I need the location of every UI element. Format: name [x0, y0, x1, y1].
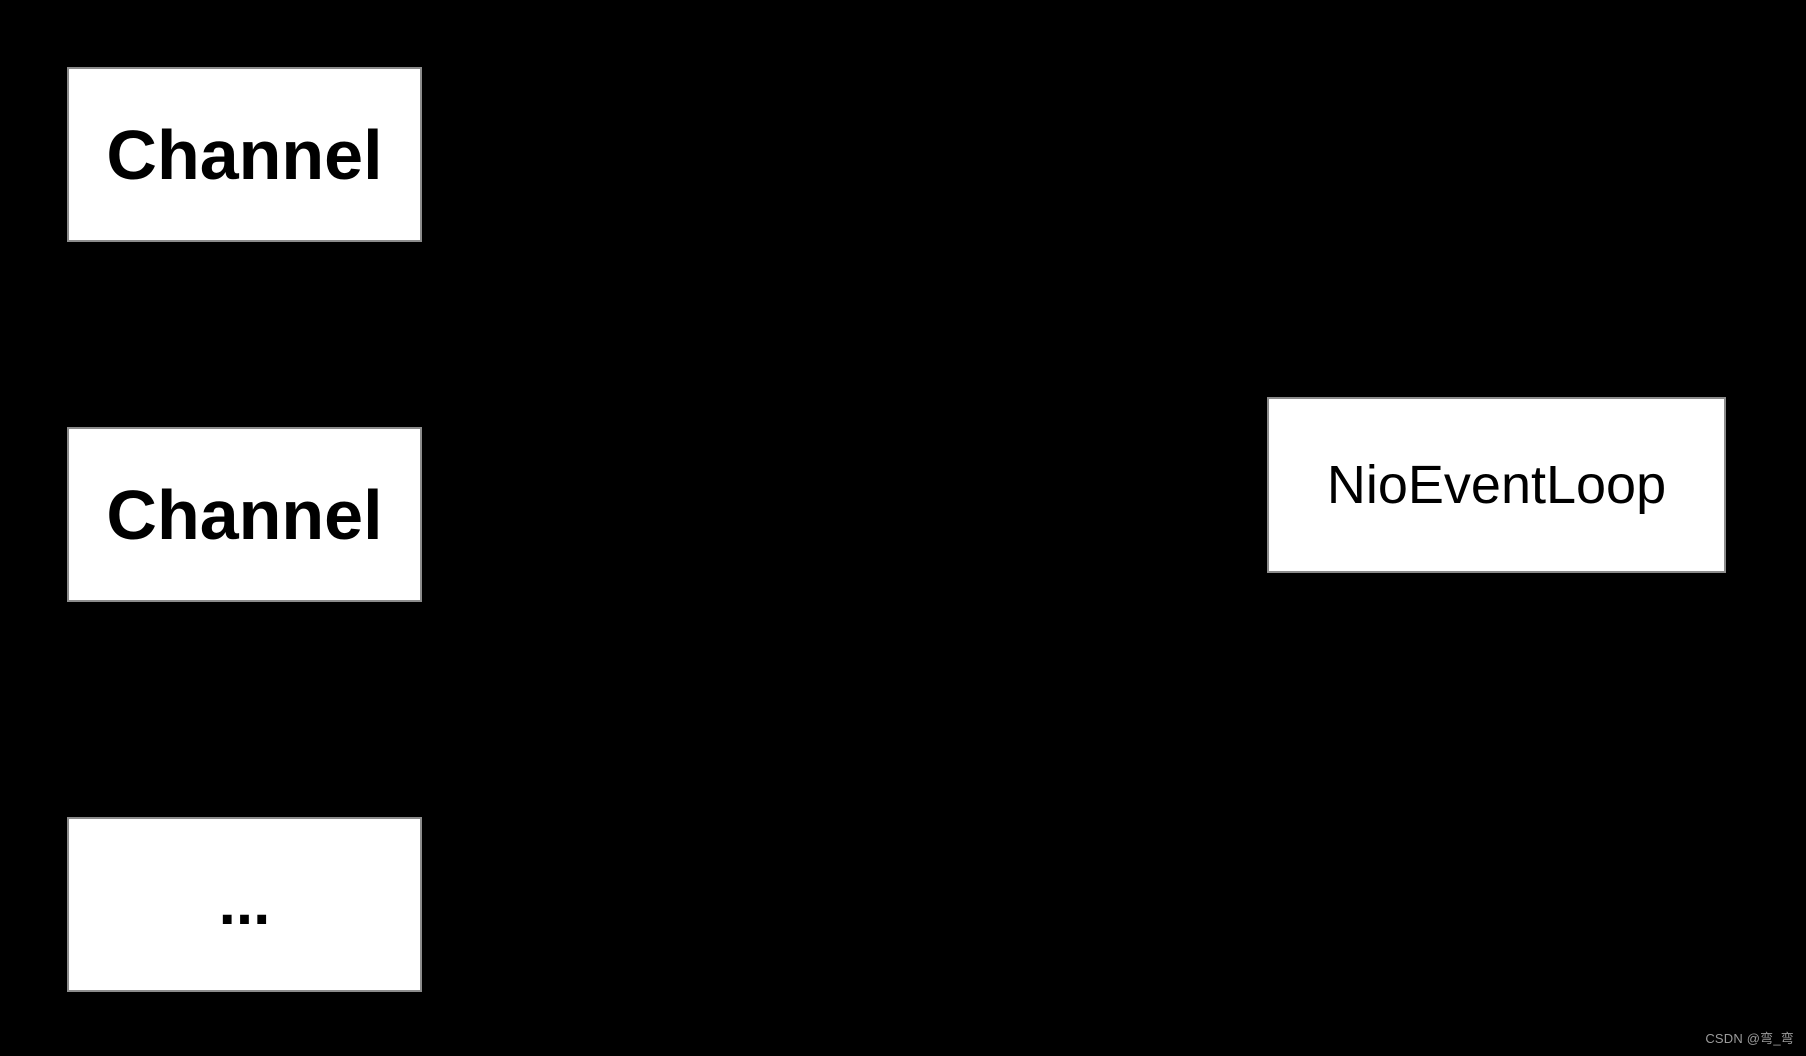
channel-box-1: Channel	[67, 67, 422, 242]
nio-event-loop-box: NioEventLoop	[1267, 397, 1726, 573]
channel-box-2: Channel	[67, 427, 422, 602]
channel-box-1-label: Channel	[106, 115, 383, 194]
nio-event-loop-label: NioEventLoop	[1326, 454, 1667, 515]
more-channels-box: ...	[67, 817, 422, 992]
more-channels-label: ...	[218, 869, 271, 939]
csdn-watermark: CSDN @弯_弯	[1705, 1031, 1794, 1046]
channel-box-2-label: Channel	[106, 475, 383, 554]
